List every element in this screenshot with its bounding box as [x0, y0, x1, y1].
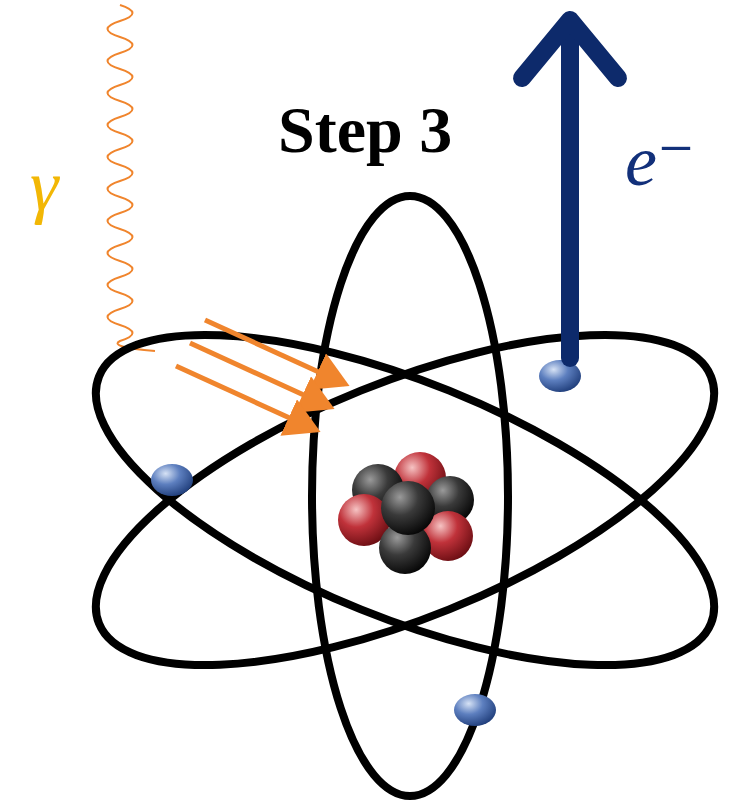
ejection-arrow — [522, 20, 618, 358]
electron-symbol: e⁻ — [625, 118, 695, 203]
electrons — [151, 360, 581, 726]
step-label: Step 3 — [278, 92, 452, 168]
nucleus — [338, 452, 474, 574]
photon-symbol: γ — [30, 145, 58, 228]
orbits — [55, 196, 735, 796]
incoming-arrows — [176, 320, 345, 430]
photon-wave — [108, 5, 156, 351]
